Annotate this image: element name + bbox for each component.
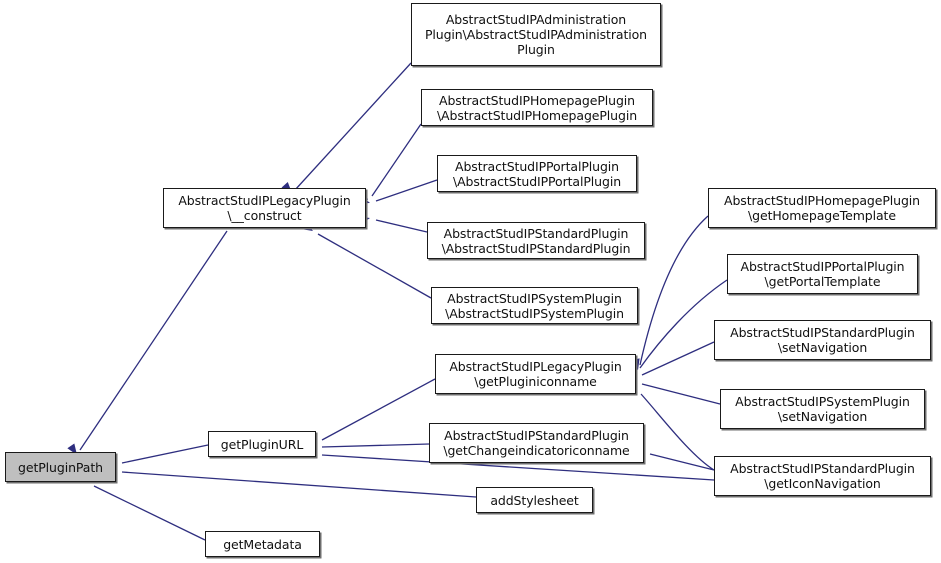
graph-node-label: AbstractStudIPPortalPlugin \getPortalTem… <box>740 259 905 289</box>
graph-node-label: AbstractStudIPSystemPlugin \setNavigatio… <box>735 394 910 424</box>
graph-edge <box>639 215 709 366</box>
graph-node-label: AbstractStudIPHomepagePlugin \getHomepag… <box>724 193 920 223</box>
graph-node-getpluginurl[interactable]: getPluginURL <box>208 431 316 457</box>
graph-node-label: addStylesheet <box>490 492 579 508</box>
graph-edge <box>641 341 715 376</box>
graph-edge <box>321 378 436 441</box>
graph-node-standard_iconnav[interactable]: AbstractStudIPStandardPlugin \getIconNav… <box>714 456 931 496</box>
graph-edge <box>641 383 721 405</box>
graph-edge <box>317 233 432 299</box>
graph-edge <box>375 179 438 202</box>
graph-node-label: AbstractStudIPLegacyPlugin \__construct <box>178 193 351 223</box>
graph-edge <box>121 444 209 464</box>
graph-node-getpluginpath[interactable]: getPluginPath <box>5 452 116 482</box>
graph-edge <box>93 485 206 541</box>
graph-node-portal_tpl[interactable]: AbstractStudIPPortalPlugin \getPortalTem… <box>727 254 918 294</box>
graph-node-label: AbstractStudIPSystemPlugin \AbstractStud… <box>445 290 624 321</box>
graph-node-label: AbstractStudIPPortalPlugin \AbstractStud… <box>452 158 622 189</box>
graph-node-label: AbstractStudIPStandardPlugin \setNavigat… <box>730 325 915 355</box>
graph-node-standard_ctor[interactable]: AbstractStudIPStandardPlugin \AbstractSt… <box>427 222 645 259</box>
graph-node-label: AbstractStudIPStandardPlugin \getChangei… <box>443 428 630 458</box>
graph-edge <box>294 62 412 191</box>
graph-node-standard_setnav[interactable]: AbstractStudIPStandardPlugin \setNavigat… <box>714 320 931 360</box>
graph-node-portal_ctor[interactable]: AbstractStudIPPortalPlugin \AbstractStud… <box>437 155 637 192</box>
graph-edge <box>79 230 228 451</box>
graph-node-system_ctor[interactable]: AbstractStudIPSystemPlugin \AbstractStud… <box>431 287 638 324</box>
graph-node-label: getPluginPath <box>18 459 103 475</box>
graph-node-admin_ctor[interactable]: AbstractStudIPAdministration Plugin\Abst… <box>411 3 661 66</box>
graph-node-label: AbstractStudIPAdministration Plugin\Abst… <box>424 12 648 57</box>
graph-edge <box>371 123 422 197</box>
graph-node-homepage_tpl[interactable]: AbstractStudIPHomepagePlugin \getHomepag… <box>708 188 936 228</box>
graph-edge <box>649 453 715 471</box>
graph-edge <box>121 471 477 498</box>
graph-node-getmetadata[interactable]: getMetadata <box>205 531 320 557</box>
graph-edge <box>640 393 715 471</box>
graph-node-system_setnav[interactable]: AbstractStudIPSystemPlugin \setNavigatio… <box>720 389 925 429</box>
graph-node-label: getMetadata <box>223 536 302 552</box>
graph-node-label: getPluginURL <box>220 436 304 452</box>
graph-edge <box>321 443 430 448</box>
graph-node-label: AbstractStudIPLegacyPlugin \getPluginico… <box>449 359 622 389</box>
graph-edge <box>375 219 428 233</box>
graph-node-addstylesheet[interactable]: addStylesheet <box>476 487 593 513</box>
graph-node-label: AbstractStudIPStandardPlugin \AbstractSt… <box>441 225 631 256</box>
graph-node-label: AbstractStudIPHomepagePlugin \AbstractSt… <box>436 92 638 123</box>
graph-node-standard_changeicon[interactable]: AbstractStudIPStandardPlugin \getChangei… <box>429 423 644 463</box>
graph-node-label: AbstractStudIPStandardPlugin \getIconNav… <box>730 461 915 491</box>
graph-node-homepage_ctor[interactable]: AbstractStudIPHomepagePlugin \AbstractSt… <box>421 89 653 126</box>
graph-node-legacy_iconname[interactable]: AbstractStudIPLegacyPlugin \getPluginico… <box>435 354 636 394</box>
graph-node-legacy_construct[interactable]: AbstractStudIPLegacyPlugin \__construct <box>163 188 366 228</box>
